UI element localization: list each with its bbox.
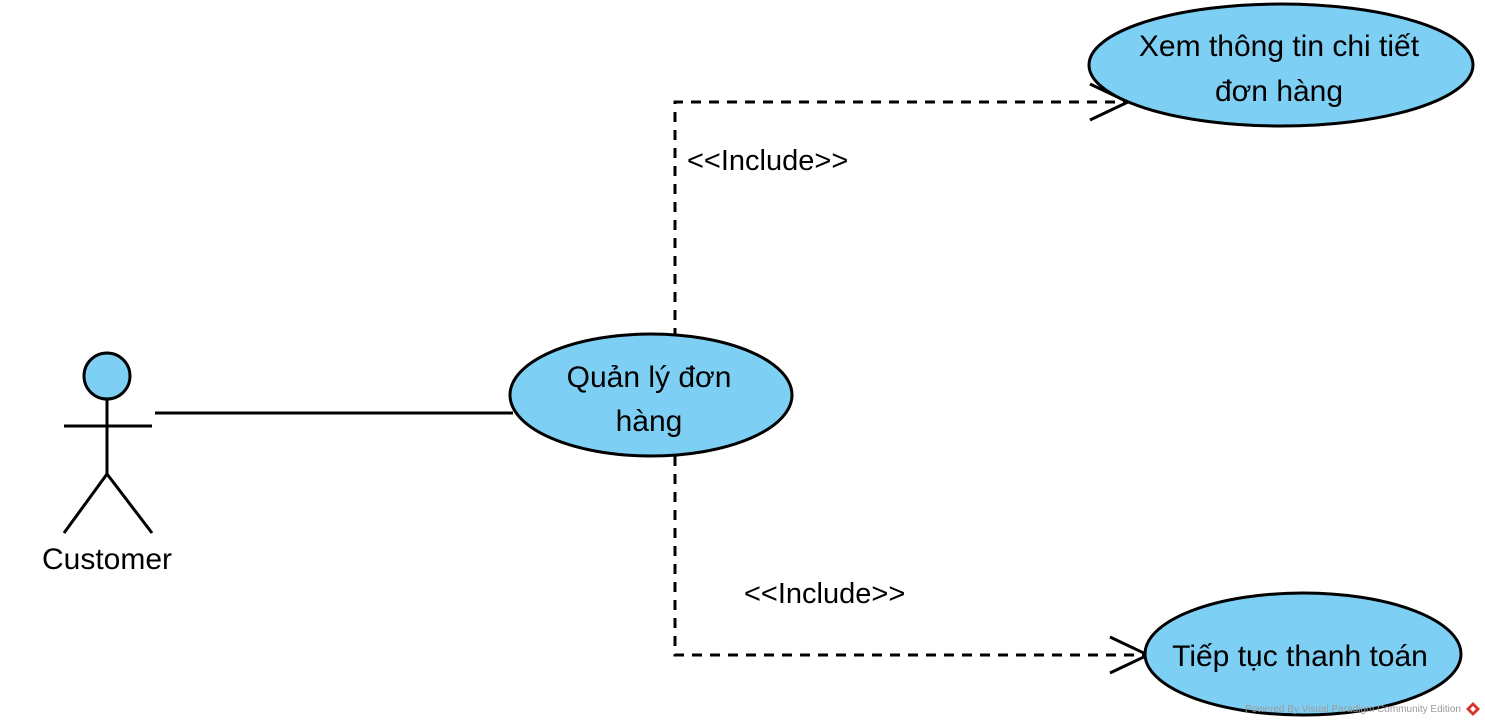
- watermark-text: Powered By Visual Paradigm Community Edi…: [1245, 704, 1461, 715]
- include-stereotype-bottom: <<Include>>: [744, 578, 905, 610]
- actor-head: [82, 351, 132, 401]
- include-relation-view-detail[interactable]: <<Include>>: [673, 82, 1132, 338]
- actor-right-leg: [105, 473, 154, 534]
- usecase-view-detail[interactable]: Xem thông tin chi tiết đơn hàng: [1087, 2, 1475, 128]
- actor-left-leg: [62, 473, 109, 534]
- visual-paradigm-logo-icon: [1466, 702, 1480, 716]
- watermark: Powered By Visual Paradigm Community Edi…: [1245, 702, 1480, 716]
- actor-name: Customer: [42, 543, 172, 576]
- usecase-main-label-line1: Quản lý đơn: [567, 361, 732, 394]
- usecase-view-detail-shape: [1087, 2, 1475, 128]
- usecase-checkout[interactable]: Tiếp tục thanh toán: [1143, 591, 1463, 717]
- include-line-bottom: [673, 456, 1148, 657]
- include-stereotype-top: <<Include>>: [687, 145, 848, 177]
- usecase-main-label-line2: hàng: [616, 405, 683, 438]
- usecase-main[interactable]: Quản lý đơn hàng: [508, 332, 794, 458]
- usecase-checkout-shape: [1143, 591, 1463, 717]
- actor-customer[interactable]: Customer: [42, 351, 172, 576]
- include-relation-checkout[interactable]: <<Include>>: [673, 456, 1152, 675]
- usecase-main-shape: [508, 332, 794, 458]
- usecase-view-detail-label-line1: Xem thông tin chi tiết: [1139, 30, 1420, 63]
- usecase-view-detail-label-line2: đơn hàng: [1215, 75, 1343, 108]
- include-line-top: [673, 100, 1128, 338]
- usecase-checkout-label: Tiếp tục thanh toán: [1172, 640, 1428, 673]
